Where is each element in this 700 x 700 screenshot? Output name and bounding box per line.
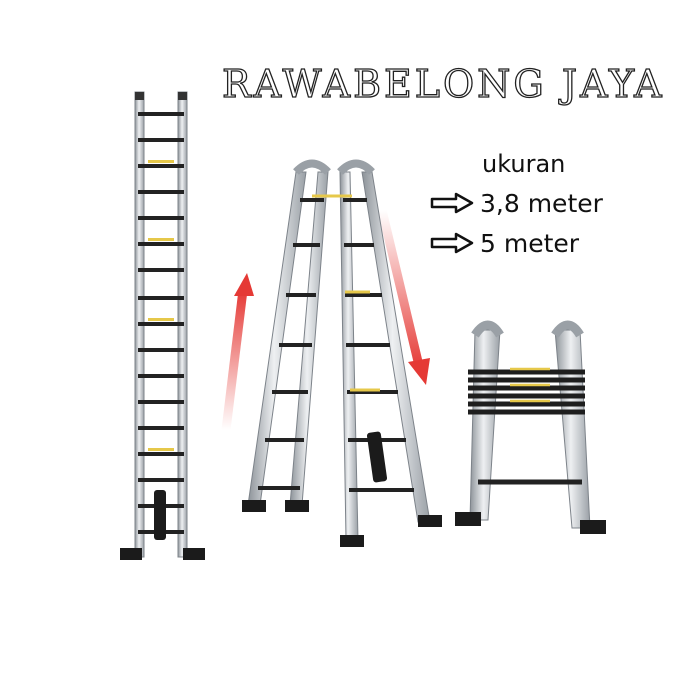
arrow-right-outline-icon xyxy=(430,232,474,254)
size-option-label: 5 meter xyxy=(480,228,580,258)
brand-title: RAWABELONG JAYA xyxy=(221,61,665,106)
size-option: 3,8 meter xyxy=(430,188,603,218)
collapsed-ladder xyxy=(455,320,606,534)
arrow-right-outline-icon xyxy=(430,192,474,214)
straight-ladder xyxy=(120,91,205,560)
size-label: ukuran xyxy=(482,150,566,178)
a-frame-ladder xyxy=(242,159,442,547)
arrow-down-icon xyxy=(408,358,430,385)
arrow-up-icon xyxy=(234,273,254,296)
size-option: 5 meter xyxy=(430,228,579,258)
size-option-label: 3,8 meter xyxy=(480,188,603,218)
